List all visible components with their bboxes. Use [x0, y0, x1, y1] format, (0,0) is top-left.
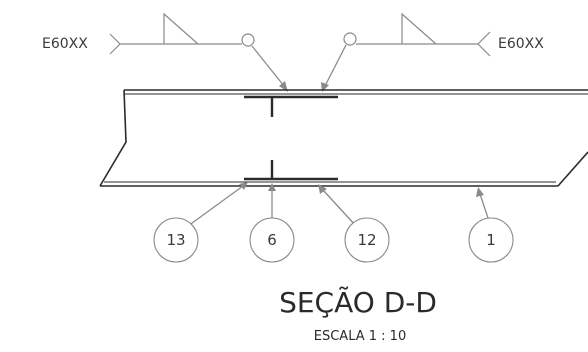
callout-1: 1: [468, 187, 514, 263]
callout-1-arrowhead: [476, 187, 484, 197]
weld-all-around-icon-left: [241, 33, 255, 47]
callout-12-leader: [322, 189, 357, 227]
electrode-label-left: E60XX: [42, 36, 88, 52]
callout-13-leader: [187, 185, 244, 227]
weld-tail-right: [477, 31, 491, 57]
fillet-weld-icon-right: [401, 12, 437, 45]
weld-symbol-left: E60XX: [42, 12, 288, 92]
callout-6-arrowhead: [268, 183, 276, 191]
weld-all-around-icon-right: [343, 32, 357, 46]
leader-arrow-left: [251, 45, 285, 87]
left-break-line: [99, 89, 127, 187]
section-scale: ESCALA 1 : 10: [314, 329, 406, 344]
section-title: SEÇÃO D-D: [279, 286, 437, 319]
callout-13: 13: [153, 182, 248, 263]
callout-13-label: 13: [166, 231, 185, 249]
callout-1-label: 1: [486, 231, 496, 249]
callout-6-bubble: [249, 217, 295, 263]
callout-6: 6: [249, 183, 295, 263]
callout-13-arrowhead: [239, 182, 248, 190]
callout-12-label: 12: [357, 231, 376, 249]
callout-6-label: 6: [267, 231, 277, 249]
right-break-line: [557, 151, 588, 187]
weld-symbol-right: E60XX: [321, 12, 544, 92]
callout-1-bubble: [468, 217, 514, 263]
leader-arrow-right: [325, 44, 347, 85]
callout-12-arrowhead: [318, 184, 327, 194]
callout-1-leader: [479, 193, 489, 219]
callout-12: 12: [318, 184, 390, 263]
weld-tail-left: [109, 33, 121, 55]
fillet-weld-icon-left: [163, 12, 199, 45]
callout-12-bubble: [344, 217, 390, 263]
electrode-label-right: E60XX: [498, 36, 544, 52]
member-section: [99, 89, 588, 187]
callout-13-bubble: [153, 217, 199, 263]
